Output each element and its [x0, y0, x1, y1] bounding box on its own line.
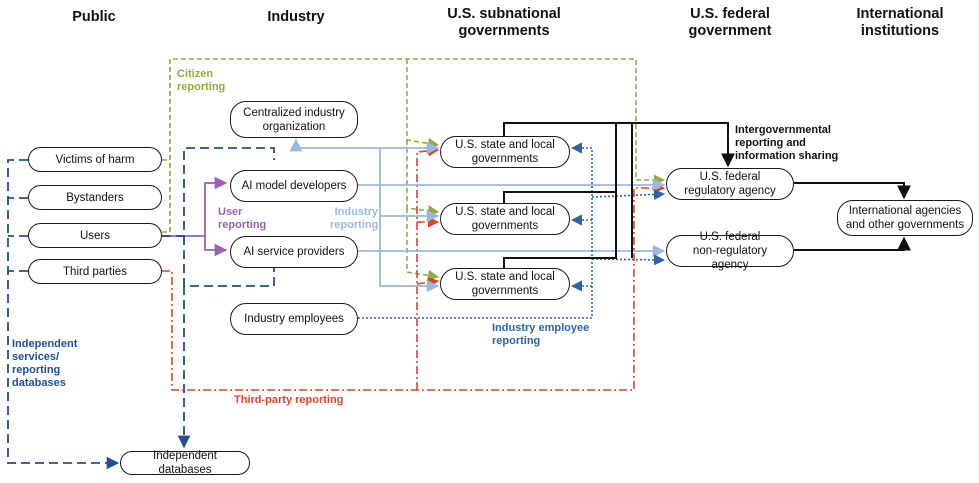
intergovernmental-label: Intergovernmental reporting and informat… — [735, 124, 839, 162]
federal-regulatory-agency-node: U.S. federal regulatory agency — [666, 168, 794, 200]
international-column-header: International institutions — [856, 6, 944, 39]
public-column-header: Public — [72, 9, 116, 25]
centralized-industry-organization-node: Centralized industry organization — [230, 101, 358, 138]
state-local-governments-node-3: U.S. state and local governments — [440, 268, 570, 300]
federal-column-header: U.S. federal government — [688, 6, 772, 39]
intergovernmental-lines — [503, 122, 911, 268]
employee-reporting-lines — [358, 142, 666, 319]
independent-services-label: Independent services/ reporting database… — [12, 338, 78, 389]
independent-databases-node: Independent databases — [120, 450, 250, 476]
ai-service-providers-node: AI service providers — [230, 236, 358, 268]
ai-model-developers-node: AI model developers — [230, 170, 358, 202]
industry-employees-node: Industry employees — [230, 303, 358, 335]
federal-non-regulatory-agency-node: U.S. federal non-regulatory agency — [666, 231, 794, 271]
industry-employee-reporting-label: Industry employee reporting — [492, 322, 590, 347]
subnational-column-header: U.S. subnational governments — [447, 6, 561, 39]
victims-of-harm-node: Victims of harm — [28, 147, 162, 172]
citizen-reporting-label: Citizen reporting — [177, 68, 226, 93]
state-local-governments-node-2: U.S. state and local governments — [440, 203, 570, 235]
third-party-reporting-label: Third-party reporting — [234, 394, 344, 406]
user-reporting-label: User reporting — [218, 206, 267, 231]
international-agencies-node: International agencies and other governm… — [837, 200, 973, 236]
third-parties-node: Third parties — [28, 259, 162, 284]
independent-reporting-lines — [7, 147, 275, 470]
state-local-governments-node-1: U.S. state and local governments — [440, 136, 570, 168]
bystanders-node: Bystanders — [28, 185, 162, 210]
industry-reporting-label: Industry reporting — [330, 206, 379, 231]
user-reporting-lines — [162, 176, 228, 257]
industry-column-header: Industry — [267, 9, 325, 25]
users-node: Users — [28, 223, 162, 248]
